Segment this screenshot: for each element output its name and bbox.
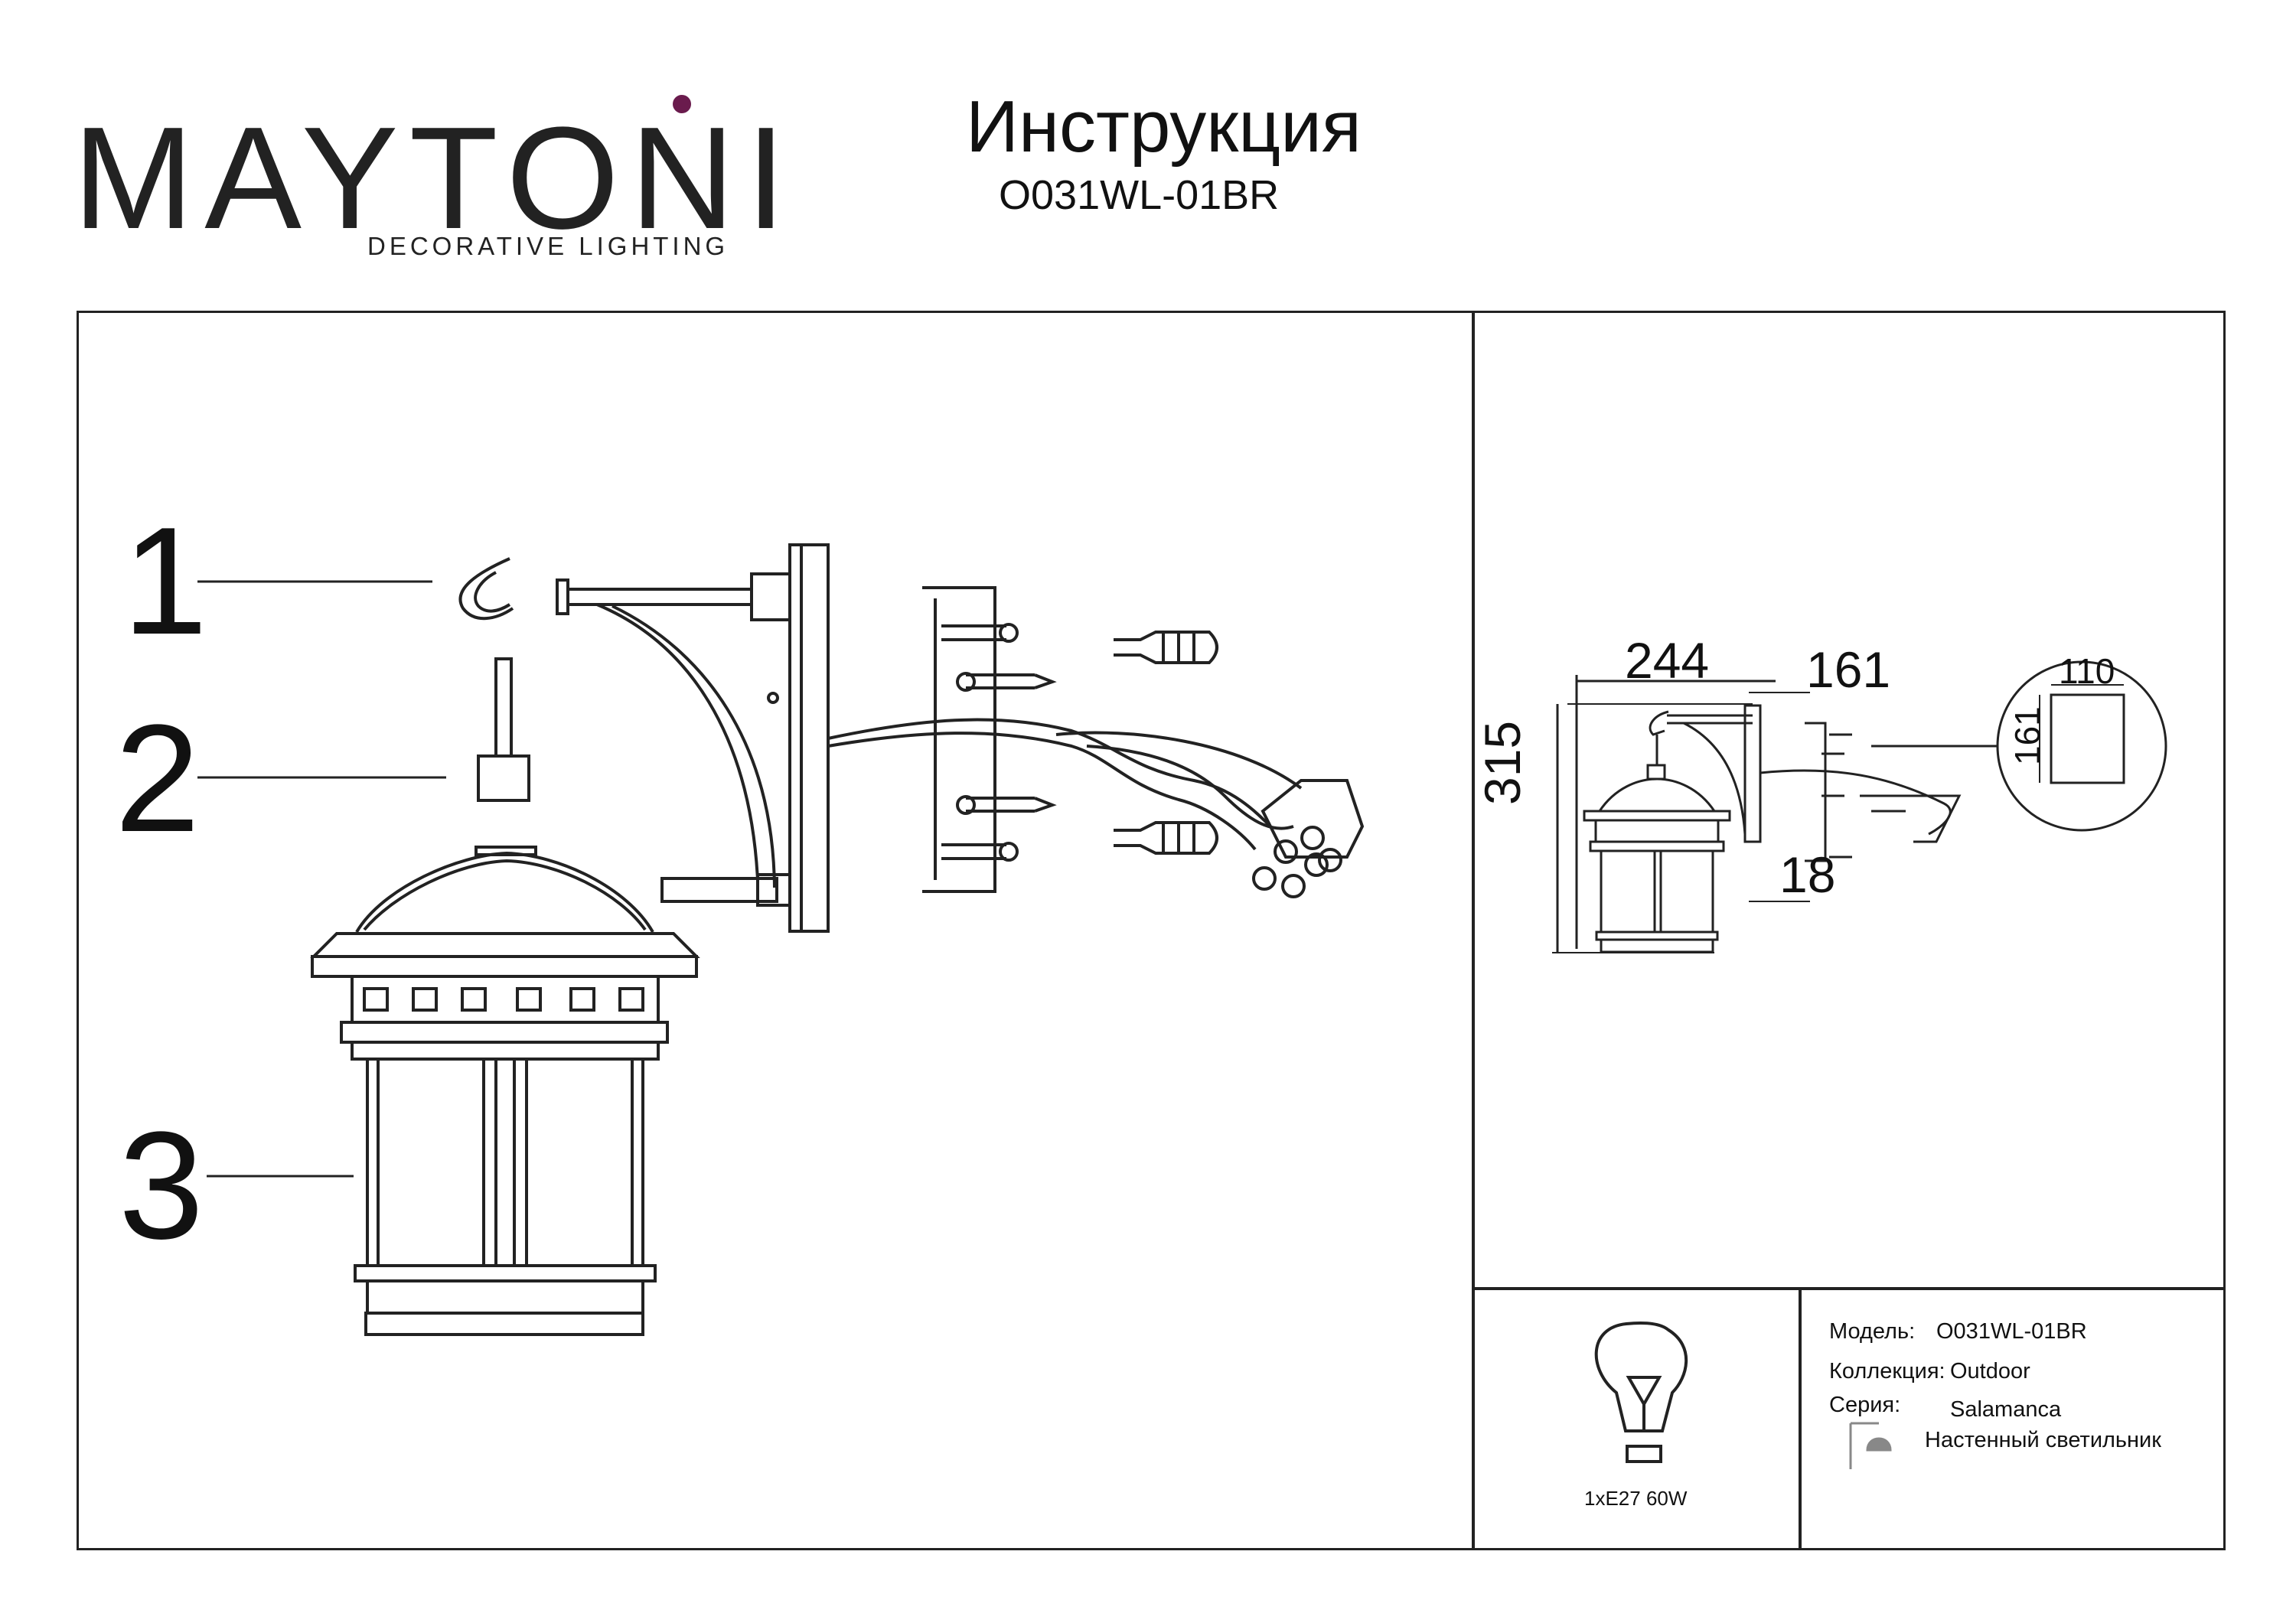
dimension-drawing — [1552, 660, 2167, 953]
dimension-width: 244 — [1625, 632, 1710, 689]
mounting-hardware — [922, 586, 1218, 893]
lantern-body — [310, 846, 700, 1336]
spec-model-label: Модель: — [1829, 1319, 1916, 1344]
wiring — [827, 718, 1365, 898]
spec-type-value: Настенный светильник — [1925, 1428, 2161, 1452]
dimension-base: 18 — [1779, 846, 1836, 903]
spec-collection-label: Коллекция: — [1829, 1359, 1945, 1383]
callout-number-1: 1 — [122, 496, 208, 666]
spec-collection-value: Outdoor — [1950, 1359, 2030, 1383]
lightbulb-icon — [1594, 1322, 1688, 1463]
dimension-plate-height: 161 — [2007, 706, 2047, 765]
wall-bracket — [458, 543, 830, 933]
hanging-rod — [477, 657, 530, 802]
dimension-plate-width: 110 — [2059, 651, 2115, 691]
brand-tagline: DECORATIVE LIGHTING — [367, 232, 729, 260]
callout-number-2: 2 — [115, 693, 201, 864]
wall-lamp-icon — [1849, 1422, 1892, 1469]
model-code: O031WL-01BR — [999, 172, 1280, 218]
dimension-depth: 161 — [1806, 641, 1891, 698]
spec-series-label: Серия: — [1829, 1393, 1901, 1417]
brand-logo: MAYTONI — [73, 97, 797, 259]
page-title: Инструкция — [966, 86, 1362, 168]
spec-series-value: Salamanca — [1950, 1397, 2062, 1422]
logo-dot — [673, 95, 691, 113]
dimension-height: 315 — [1474, 720, 1531, 805]
spec-model-value: O031WL-01BR — [1936, 1319, 2087, 1344]
callout-number-3: 3 — [119, 1100, 204, 1271]
bulb-label: 1xE27 60W — [1584, 1487, 1688, 1510]
drawing-frame — [77, 311, 2226, 1550]
